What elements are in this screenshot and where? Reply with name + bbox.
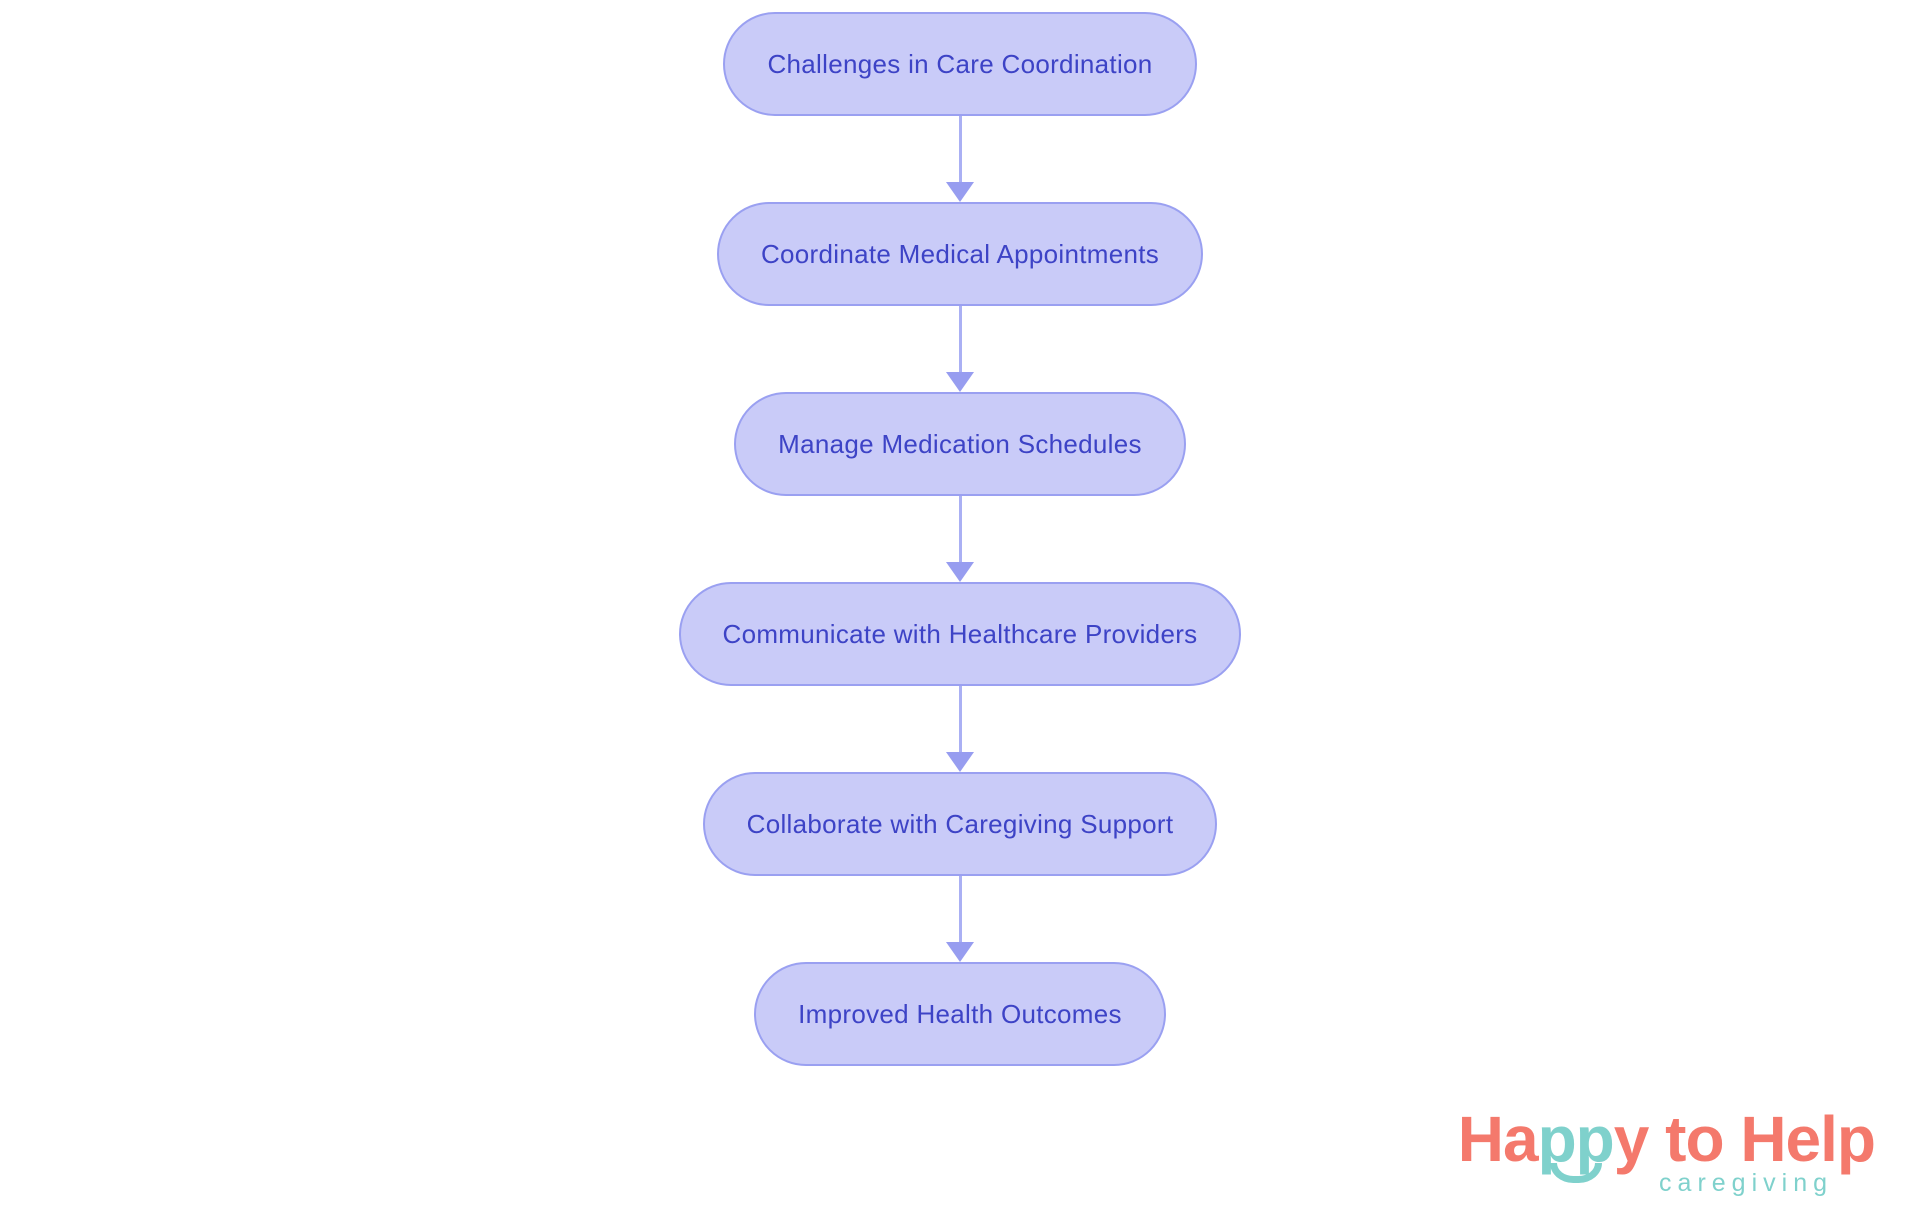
smile-icon bbox=[1549, 1163, 1602, 1183]
flow-arrow bbox=[946, 116, 974, 202]
flow-node-communicate: Communicate with Healthcare Providers bbox=[678, 582, 1242, 686]
flowchart: Challenges in Care Coordination Coordina… bbox=[0, 12, 1920, 1066]
flow-node-label: Collaborate with Caregiving Support bbox=[746, 808, 1174, 839]
flow-arrow bbox=[946, 686, 974, 772]
logo-text-pp: pp bbox=[1538, 1107, 1615, 1183]
arrow-line bbox=[958, 686, 962, 752]
brand-tagline: caregiving bbox=[1659, 1169, 1833, 1197]
flow-arrow bbox=[946, 306, 974, 392]
flow-node-label: Coordinate Medical Appointments bbox=[760, 238, 1160, 269]
flow-node-label: Challenges in Care Coordination bbox=[767, 48, 1153, 79]
arrow-head-icon bbox=[946, 182, 974, 202]
flow-node-collaborate: Collaborate with Caregiving Support bbox=[702, 772, 1218, 876]
logo-text-ha: Ha bbox=[1457, 1103, 1539, 1175]
arrow-head-icon bbox=[946, 562, 974, 582]
flow-node-label: Improved Health Outcomes bbox=[798, 998, 1122, 1029]
arrow-line bbox=[958, 116, 962, 182]
flow-arrow bbox=[946, 496, 974, 582]
flow-node-outcomes: Improved Health Outcomes bbox=[754, 962, 1166, 1066]
arrow-line bbox=[958, 876, 962, 942]
flow-node-label: Manage Medication Schedules bbox=[778, 428, 1142, 459]
arrow-head-icon bbox=[946, 372, 974, 392]
arrow-head-icon bbox=[946, 942, 974, 962]
logo-text-y-to-help: y to Help bbox=[1613, 1103, 1876, 1175]
flow-arrow bbox=[946, 876, 974, 962]
logo-text-pp-letters: pp bbox=[1537, 1103, 1615, 1175]
arrow-line bbox=[958, 496, 962, 562]
flow-node-medication: Manage Medication Schedules bbox=[734, 392, 1186, 496]
arrow-head-icon bbox=[946, 752, 974, 772]
flow-node-appointments: Coordinate Medical Appointments bbox=[716, 202, 1204, 306]
flow-node-challenges: Challenges in Care Coordination bbox=[723, 12, 1197, 116]
arrow-line bbox=[958, 306, 962, 372]
flow-node-label: Communicate with Healthcare Providers bbox=[722, 618, 1198, 649]
